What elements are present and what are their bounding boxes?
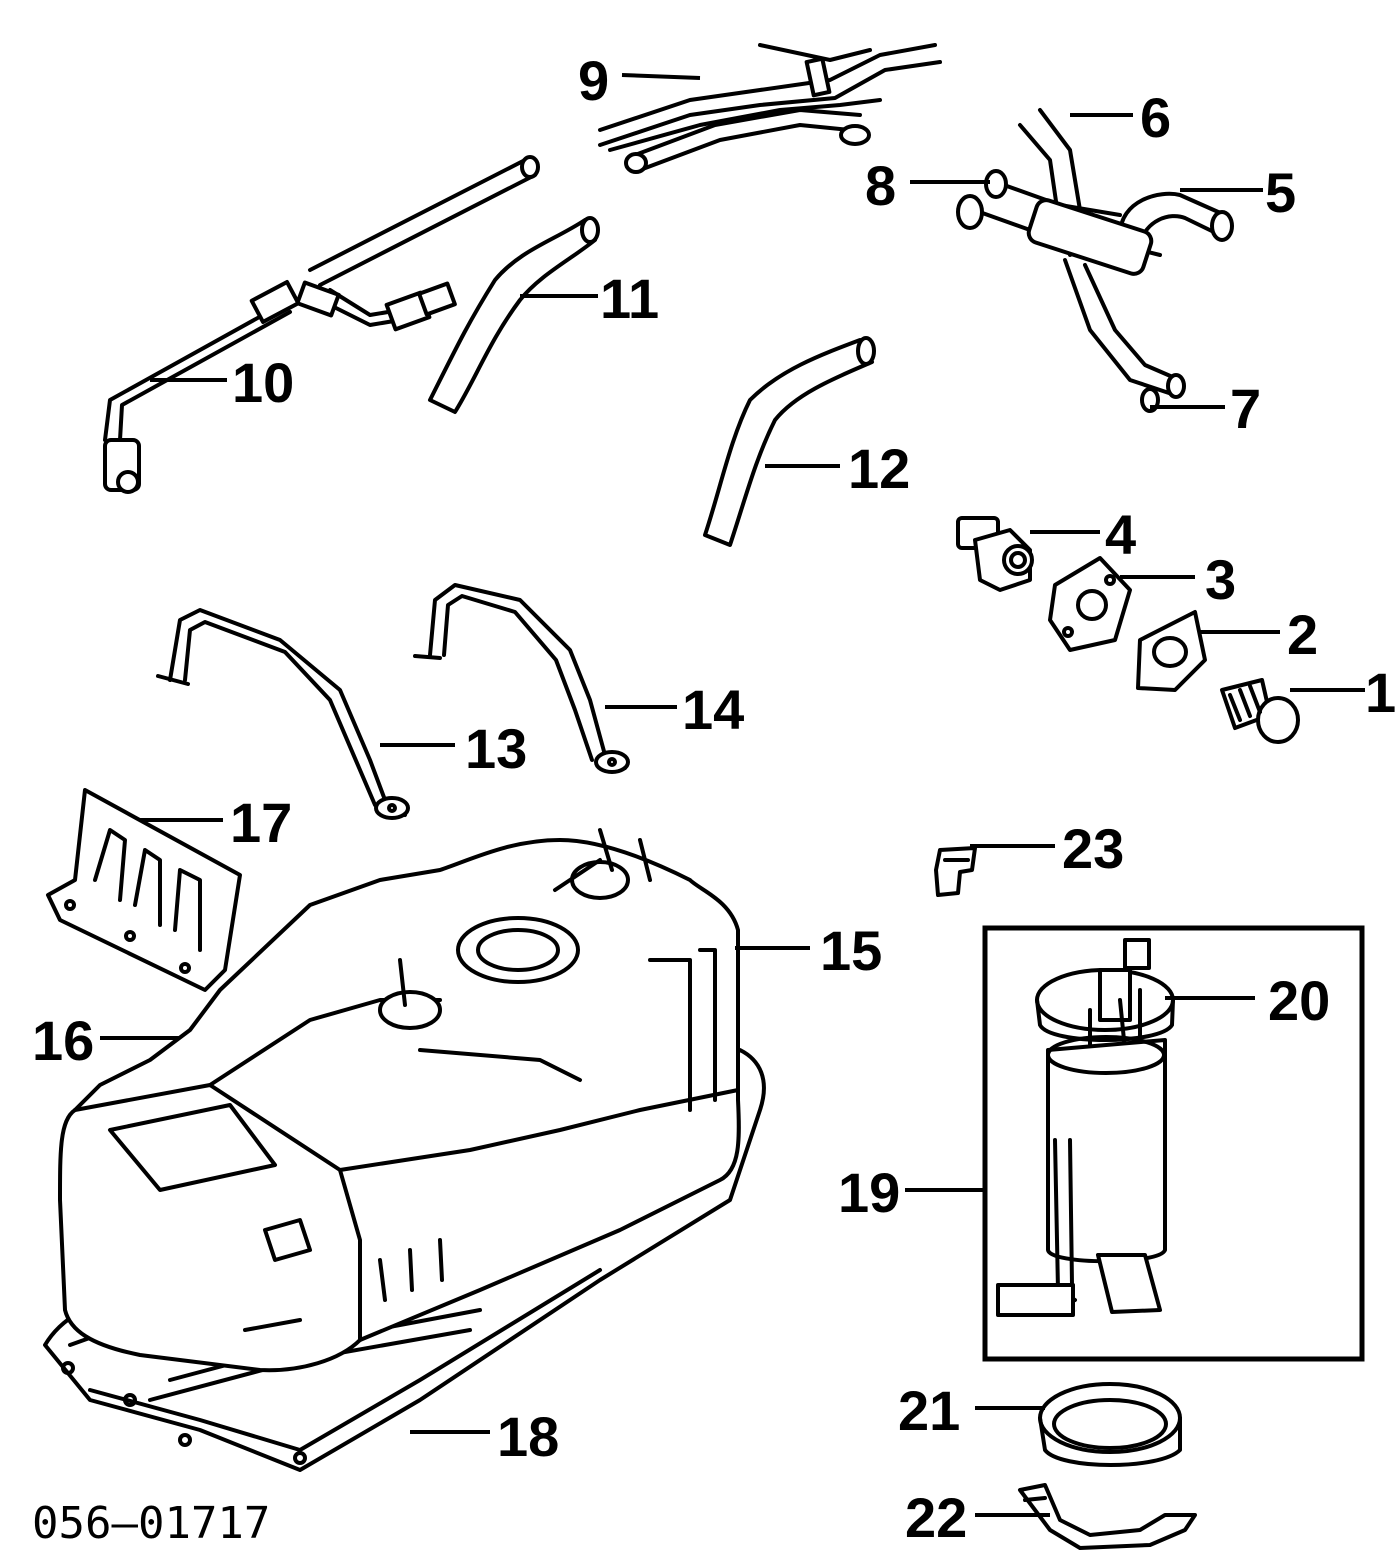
callout-16: 16	[32, 1009, 94, 1072]
clip-23-icon	[934, 846, 977, 897]
filler-hose-11-icon	[428, 216, 600, 414]
callout-8: 8	[865, 154, 896, 217]
fuel-pump-module-icon	[996, 938, 1175, 1317]
callout-1: 1	[1365, 661, 1396, 724]
callout-7: 7	[1230, 377, 1261, 440]
callout-21: 21	[898, 1379, 960, 1442]
fuel-line-10-icon	[103, 155, 540, 494]
callout-9: 9	[578, 49, 609, 112]
flange-plate-3-icon	[1048, 556, 1132, 652]
callout-10: 10	[232, 351, 294, 414]
callout-19: 19	[838, 1161, 900, 1224]
gasket-2-icon	[1136, 610, 1207, 692]
callout-14: 14	[682, 678, 744, 741]
callout-17: 17	[230, 791, 292, 854]
callout-20: 20	[1268, 969, 1330, 1032]
callout-12: 12	[848, 437, 910, 500]
callout-2: 2	[1287, 603, 1318, 666]
hose-cluster-icon	[956, 108, 1234, 413]
bolt-1-icon	[1220, 678, 1300, 744]
callout-4: 4	[1105, 503, 1136, 566]
filler-hose-12-icon	[703, 336, 876, 547]
pump-module-frame	[982, 925, 1365, 1362]
callout-15: 15	[820, 919, 882, 982]
figure-code: 056–01717	[32, 1498, 270, 1549]
tank-strap-13-icon	[156, 608, 410, 820]
callout-13: 13	[465, 717, 527, 780]
hose-bundle-9-icon	[598, 43, 942, 174]
callout-5: 5	[1265, 161, 1296, 224]
fuel-tank-icon	[58, 828, 741, 1373]
seal-22-icon	[1018, 1483, 1197, 1550]
callout-labels: 1 2 3 4 5 6 7 8 9 10 11 12 13 14 15 16 1…	[32, 49, 1396, 1549]
heat-shield-17-icon	[46, 788, 242, 992]
tank-strap-14-icon	[413, 583, 630, 774]
callout-18: 18	[497, 1405, 559, 1468]
valve-connector-4-icon	[956, 516, 1034, 592]
callout-23: 23	[1062, 817, 1124, 880]
callout-11: 11	[600, 267, 659, 330]
leader-lines	[100, 73, 1365, 1517]
callout-6: 6	[1140, 86, 1171, 149]
lock-ring-21-icon	[1038, 1382, 1182, 1467]
callout-22: 22	[905, 1486, 967, 1549]
callout-3: 3	[1205, 548, 1236, 611]
